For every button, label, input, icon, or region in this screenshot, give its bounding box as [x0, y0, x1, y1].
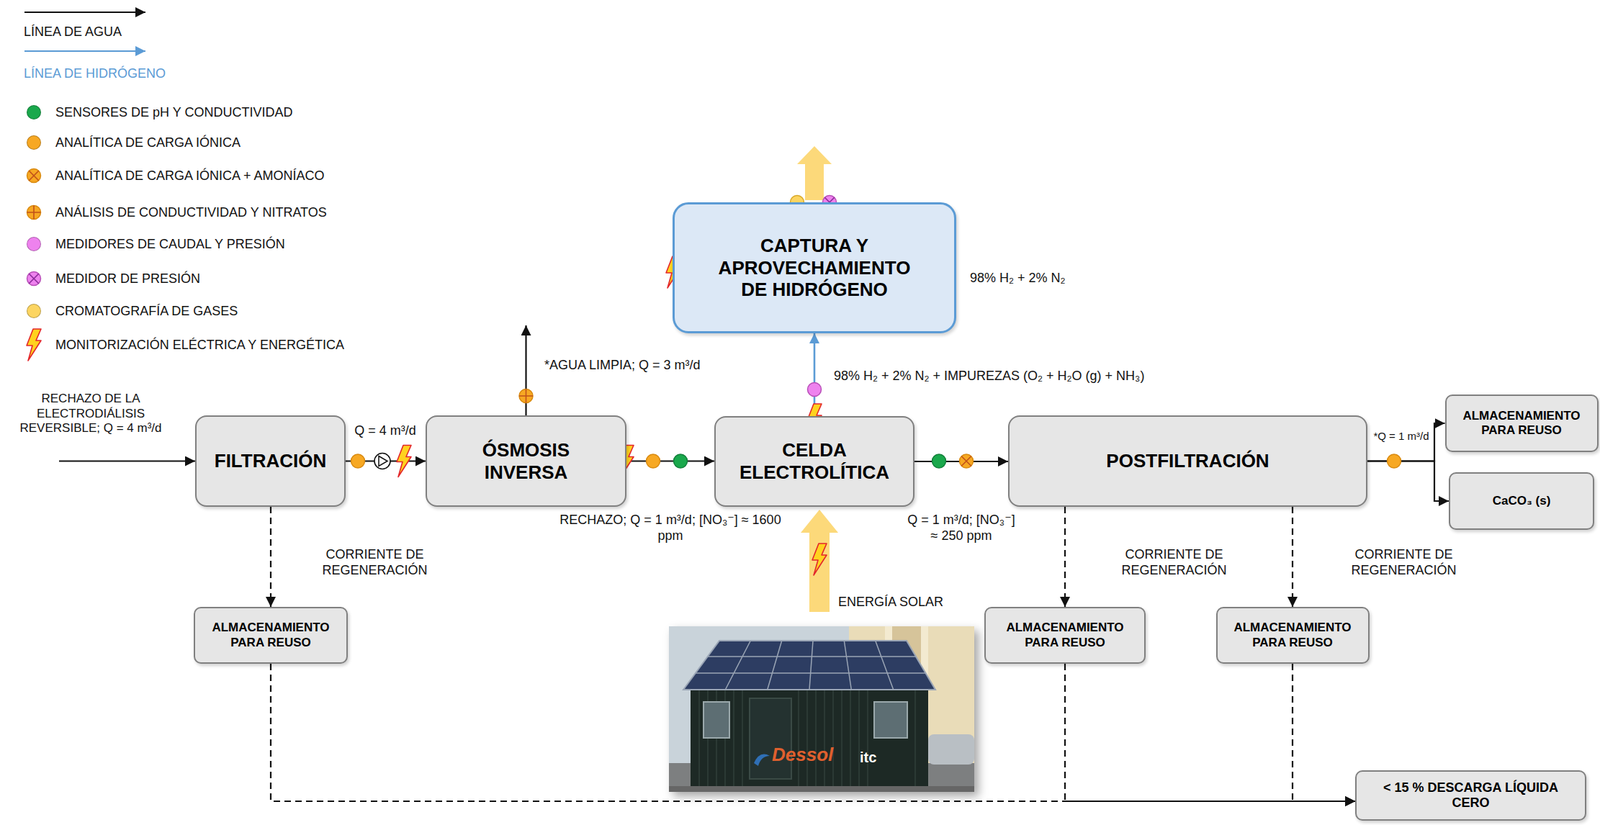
legend-swatch: [26, 303, 42, 319]
node-text: < 15 % DESCARGA LÍQUIDA CERO: [1373, 780, 1569, 811]
storage-box: ALMACENAMIENTO PARA REUSO: [193, 607, 348, 664]
process-box: FILTRACIÓN: [195, 415, 346, 507]
legend-symbol: [27, 272, 42, 286]
legend-symbol-sample: [15, 157, 52, 194]
solar-block-arrow: [800, 509, 839, 613]
spacer: [324, 324, 527, 416]
legend-swatch: [26, 135, 42, 150]
water-line: [270, 506, 272, 608]
legend-arrow: [24, 50, 146, 52]
legend-arrow: [24, 11, 146, 13]
legend-symbol-sample: [15, 194, 52, 231]
node-text: POSTFILTRACIÓN: [1106, 450, 1269, 473]
legend-symbol: [27, 205, 42, 220]
text-label: Dessol: [770, 743, 835, 767]
legend-text: ANALÍTICA DE CARGA IÓNICA + AMONÍACO: [55, 167, 325, 184]
water-line: [1291, 506, 1294, 608]
text-label: ENERGÍA SOLAR: [836, 594, 945, 611]
flow-pressure-marker: [807, 383, 822, 397]
edge-label: CORRIENTE DE REGENERACIÓN: [1342, 547, 1465, 579]
legend-line-sample: [21, 6, 152, 19]
node-text: ÓSMOSIS INVERSA: [454, 439, 599, 484]
water-line: [1367, 461, 1449, 502]
node-text: ALMACENAMIENTO PARA REUSO: [1226, 620, 1360, 650]
legend-line-sample: [21, 45, 152, 57]
storage-box: ALMACENAMIENTO PARA REUSO: [1445, 394, 1599, 453]
energy-marker: [396, 445, 412, 478]
legend-text: CROMATOGRAFÍA DE GASES: [55, 303, 238, 319]
legend-text: MEDIDOR DE PRESIÓN: [55, 270, 201, 287]
hydrogen-box: CAPTURA Y APROVECHAMIENTO DE HIDRÓGENO: [672, 202, 957, 334]
edge-label: Q = 1 m³/d; [NO₃⁻] ≈ 250 ppm: [902, 512, 1021, 545]
ph-sensor-marker: [932, 454, 947, 469]
storage-box: ALMACENAMIENTO PARA REUSO: [984, 607, 1146, 664]
legend-text: SENSORES DE pH Y CONDUCTIVIDAD: [55, 104, 293, 121]
photo-illustration: [668, 626, 975, 793]
ion-analysis-marker: [1387, 454, 1402, 469]
legend-text: MONITORIZACIÓN ELÉCTRICA Y ENERGÉTICA: [55, 336, 345, 353]
node-text: ALMACENAMIENTO PARA REUSO: [1455, 409, 1589, 438]
legend-symbol: [26, 329, 42, 361]
edge-label: *Q = 1 m³/d: [1371, 429, 1431, 443]
legend-symbol-sample: [15, 326, 52, 363]
energy-marker: [812, 543, 827, 576]
water-line: [626, 460, 715, 462]
legend-text: ANALÍTICA DE CARGA IÓNICA: [55, 134, 241, 151]
legend-swatch: [26, 105, 42, 120]
legend-symbol: [27, 169, 42, 183]
nitrate-analysis-marker: [519, 389, 533, 404]
edge-label: CORRIENTE DE REGENERACIÓN: [1113, 547, 1235, 579]
outcome-box: < 15 % DESCARGA LÍQUIDA CERO: [1355, 770, 1587, 821]
legend-text: LÍNEA DE AGUA: [23, 23, 122, 40]
edge-label: Q = 4 m³/d: [352, 423, 418, 440]
storage-box: ALMACENAMIENTO PARA REUSO: [1216, 607, 1370, 664]
text-label: RECHAZO DE LA ELECTRODIÁLISIS REVERSIBLE…: [4, 391, 178, 437]
node-text: CaCO₃ (s): [1492, 493, 1552, 509]
legend-symbol-sample: [15, 260, 52, 297]
ion-analysis-marker: [351, 454, 366, 469]
legend-text: MEDIDORES DE CAUDAL Y PRESIÓN: [55, 236, 286, 253]
node-text: ALMACENAMIENTO PARA REUSO: [998, 620, 1132, 650]
text-label: *AGUA LIMPIA; Q = 3 m³/d: [542, 357, 703, 374]
edge-label: RECHAZO; Q = 1 m³/d; [NO₃⁻] ≈ 1600 ppm: [557, 512, 784, 545]
ion-analysis-marker: [646, 454, 661, 469]
legend-swatch: [26, 236, 42, 252]
ammonia-analysis-marker: [959, 454, 974, 469]
text-label: 98% H₂ + 2% N₂: [968, 270, 1068, 287]
edge-label: 98% H₂ + 2% N₂ + IMPUREZAS (O₂ + H₂O (g)…: [832, 368, 1146, 385]
process-box: CELDA ELECTROLÍTICA: [714, 416, 915, 507]
node-text: CAPTURA Y APROVECHAMIENTO DE HIDRÓGENO: [709, 234, 919, 301]
legend-text: LÍNEA DE HIDRÓGENO: [23, 65, 166, 82]
water-line: [1292, 663, 1356, 802]
water-line: [1064, 663, 1356, 802]
process-box: ÓSMOSIS INVERSA: [425, 415, 627, 507]
node-text: ALMACENAMIENTO PARA REUSO: [204, 620, 338, 650]
water-line: [1064, 506, 1066, 608]
product-box: CaCO₃ (s): [1448, 472, 1595, 530]
legend-text: ANÁLISIS DE CONDUCTIVIDAD Y NITRATOS: [55, 204, 327, 221]
text-label: itc: [858, 748, 878, 767]
water-line: [1367, 423, 1446, 462]
node-text: FILTRACIÓN: [214, 450, 327, 473]
ph-sensor-marker: [673, 454, 688, 469]
water-line: [270, 663, 1356, 802]
process-box: POSTFILTRACIÓN: [1008, 415, 1368, 507]
solar-container-photo: [668, 626, 975, 793]
edge-label: CORRIENTE DE REGENERACIÓN: [313, 547, 436, 579]
inflow-arrow: [59, 460, 196, 462]
output-block-arrow: [797, 146, 832, 201]
node-text: CELDA ELECTROLÍTICA: [731, 439, 898, 484]
pump-symbol: [374, 453, 391, 470]
